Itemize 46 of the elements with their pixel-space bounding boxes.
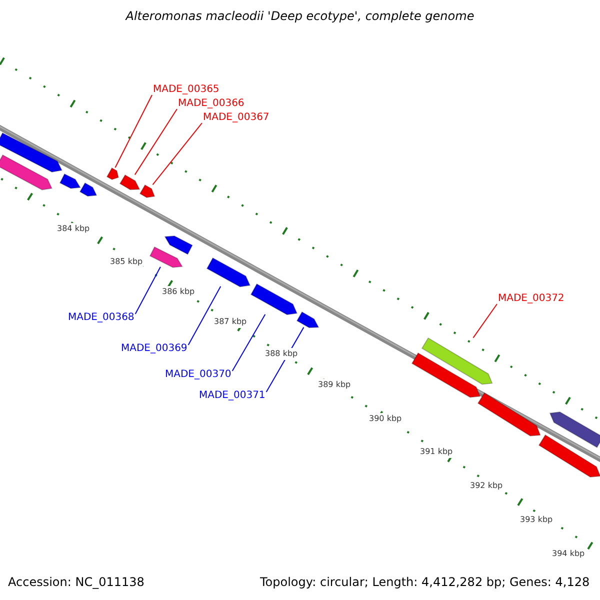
gene-feature (140, 184, 155, 198)
leader-line (472, 304, 498, 338)
scale-label: 385 kbp (110, 256, 143, 268)
gene-feature (150, 246, 182, 267)
gene-label: MADE_00367 (203, 112, 270, 124)
gene-feature (165, 236, 192, 254)
leader-line (114, 94, 152, 168)
scale-label: 386 kbp (162, 286, 195, 298)
scale-label: 384 kbp (57, 223, 90, 235)
gene-label: MADE_00371 (199, 390, 266, 402)
footer-text: Accession: NC_011138 (8, 576, 144, 588)
title: Alteromonas macleodii 'Deep ecotype', complete genome (124, 10, 476, 22)
leader-line (188, 286, 222, 346)
gene-feature (550, 412, 600, 448)
gene-label: MADE_00370 (165, 369, 232, 381)
gene-feature (0, 154, 52, 190)
gene-feature (412, 352, 480, 398)
scale-label: 392 kbp (470, 480, 503, 492)
gene-feature (478, 392, 540, 436)
gene-feature (0, 132, 62, 172)
leader-line (134, 108, 178, 176)
scale-label: 394 kbp (552, 548, 585, 560)
scale-label: 391 kbp (420, 446, 453, 458)
scale-label: 389 kbp (318, 379, 351, 391)
gene-feature (422, 338, 492, 384)
gene-feature (297, 312, 319, 328)
scale-label: 390 kbp (369, 413, 402, 425)
gene-feature (538, 434, 600, 477)
leader-line (232, 314, 266, 372)
gene-label: MADE_00368 (68, 312, 134, 324)
scale-label: 388 kbp (265, 348, 298, 360)
leader-line (134, 266, 161, 314)
gene-feature (207, 258, 250, 286)
scale-label: 387 kbp (214, 316, 247, 328)
leader-line (152, 122, 202, 186)
gene-label: MADE_00366 (178, 98, 244, 110)
gene-feature (120, 174, 140, 190)
gene-feature (80, 182, 96, 196)
gene-label: MADE_00365 (153, 84, 220, 96)
gene-label: MADE_00369 (121, 343, 188, 355)
gene-feature (251, 284, 297, 314)
footer-text: Topology: circular; Length: 4,412,282 bp; Genes: 4,128 (260, 576, 590, 588)
gene-feature (106, 168, 118, 180)
gene-label: MADE_00372 (498, 293, 564, 305)
gene-feature (60, 174, 80, 188)
scale-label: 393 kbp (520, 514, 553, 526)
